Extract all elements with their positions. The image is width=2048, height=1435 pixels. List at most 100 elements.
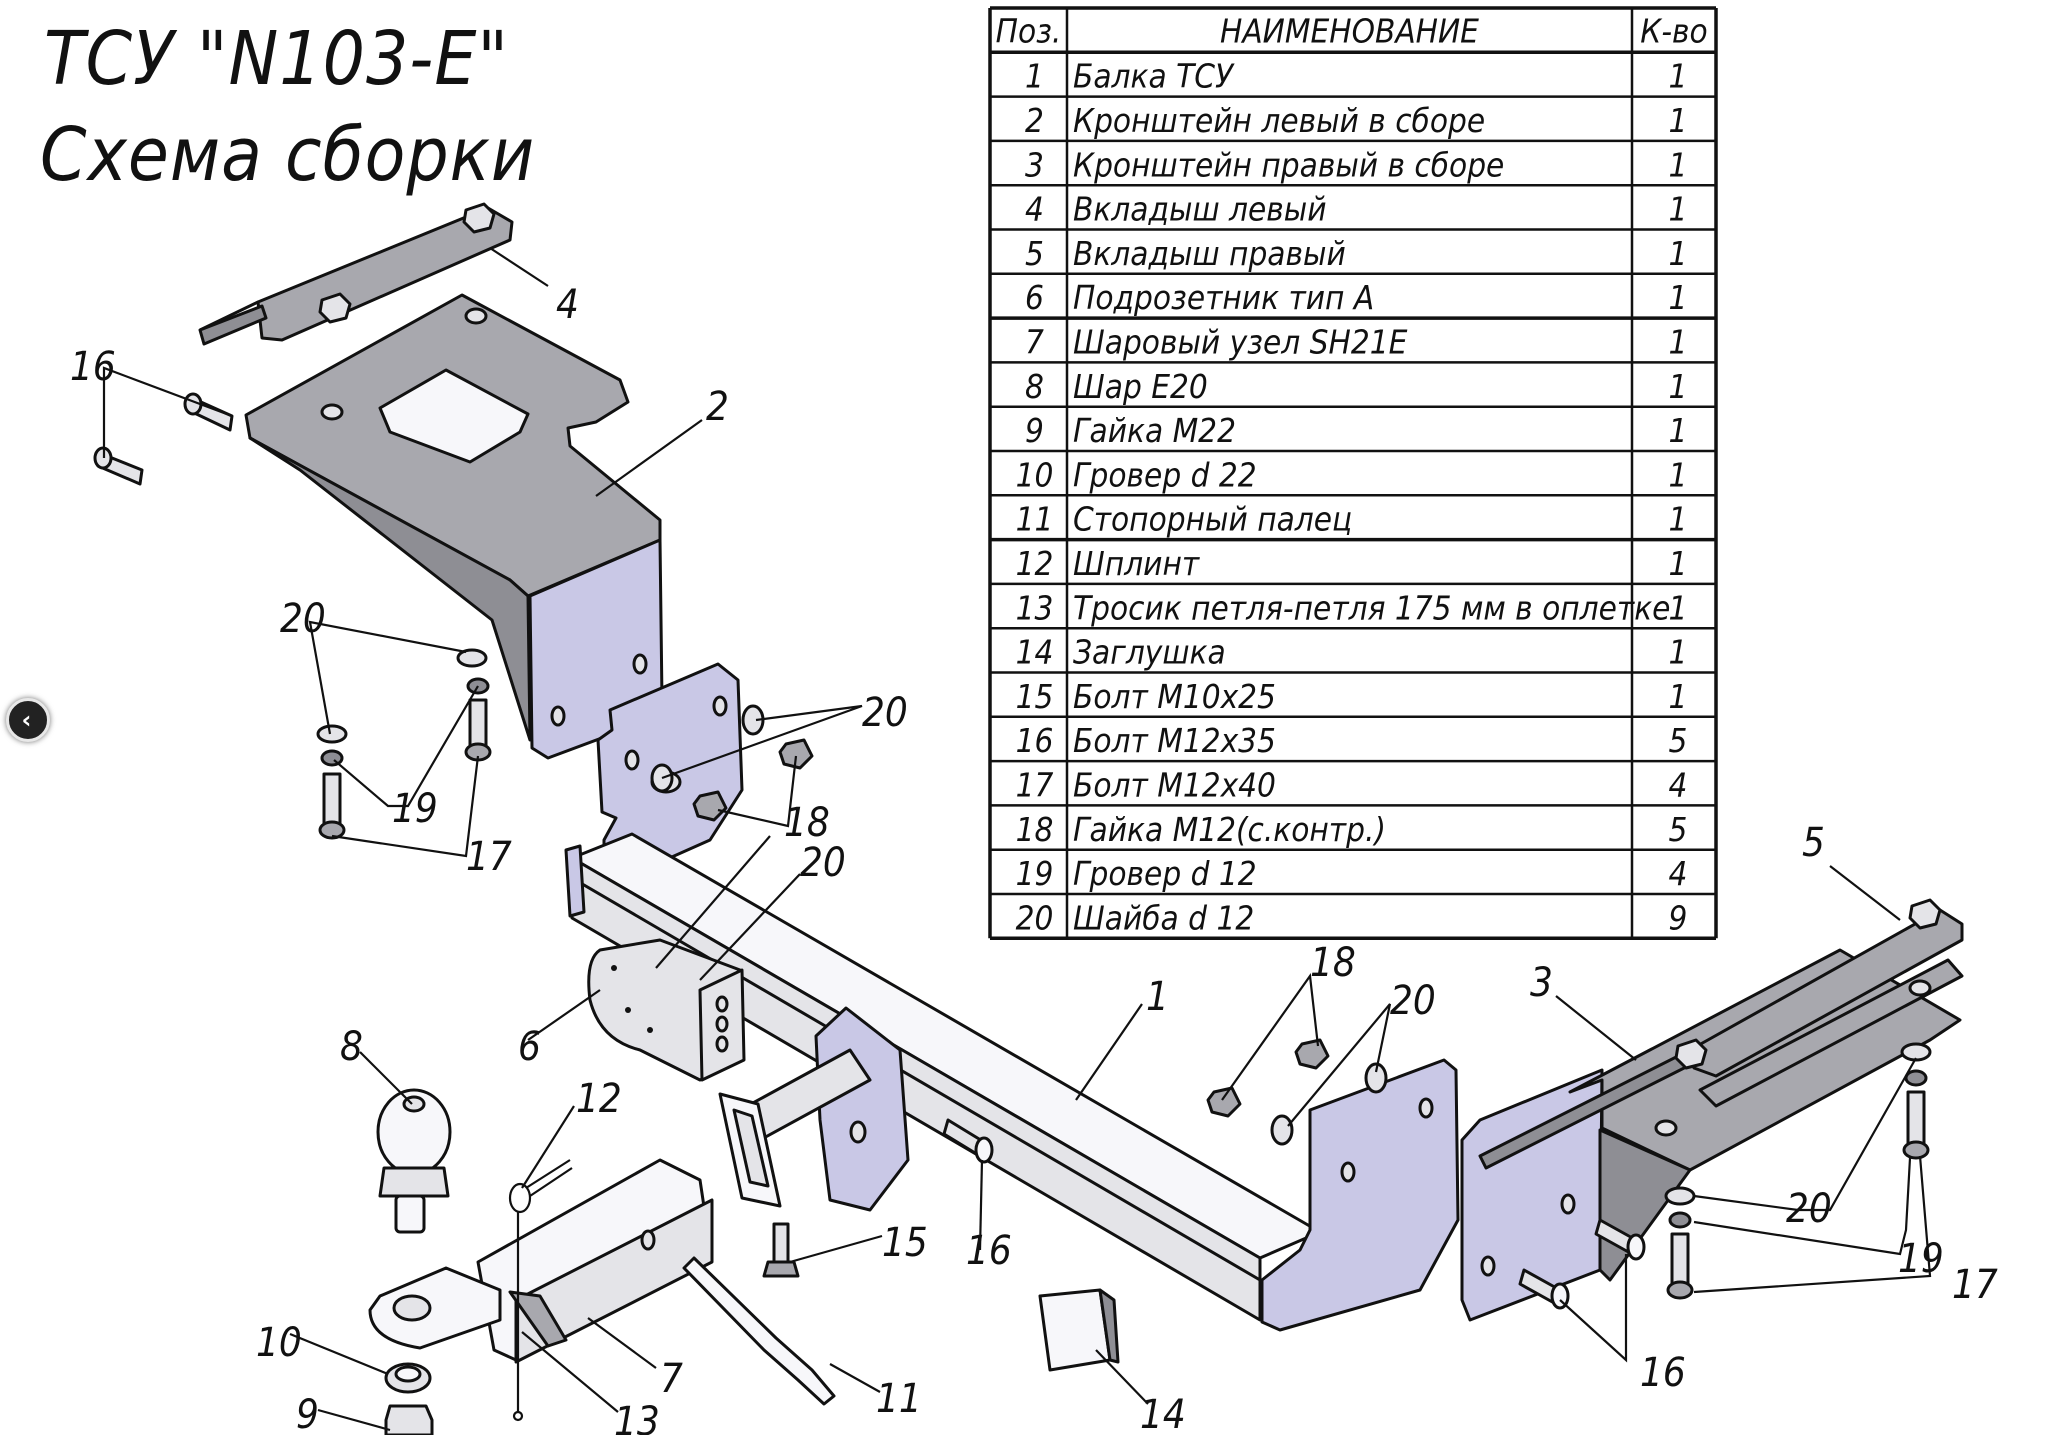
- table-cell-pos: 18: [1016, 810, 1054, 849]
- table-cell-pos: 6: [1025, 278, 1044, 317]
- callout-18: 18: [1310, 940, 1356, 986]
- table-cell-pos: 10: [1016, 455, 1054, 494]
- part-5-right-insert: [1478, 898, 1964, 1170]
- table-cell-name: Болт М12х40: [1073, 766, 1276, 805]
- callout-16: 16: [966, 1228, 1012, 1274]
- part-6-socket-bracket: [587, 938, 746, 1082]
- table-cell-qty: 1: [1669, 101, 1688, 140]
- table-cell-qty: 1: [1669, 411, 1688, 450]
- part-3-right-bracket: [1460, 948, 1964, 1322]
- callout-labels: 4 2 16 20 19 17 20 18 20 6 8 12 15 16 1 …: [70, 282, 1998, 1435]
- fasteners: [93, 392, 1932, 1310]
- part-7-ball-mount: [368, 1158, 714, 1364]
- table-cell-pos: 11: [1016, 500, 1054, 539]
- table-cell-name: Стопорный палец: [1073, 500, 1352, 539]
- callout-20: 20: [1390, 978, 1436, 1024]
- table-cell-qty: 1: [1669, 190, 1688, 229]
- callout-5: 5: [1802, 820, 1825, 866]
- callout-7: 7: [660, 1356, 683, 1402]
- part-2-left-bracket: [244, 293, 664, 760]
- table-cell-qty: 1: [1669, 57, 1688, 96]
- table-cell-qty: 1: [1669, 544, 1688, 583]
- table-cell-name: Подрозетник тип А: [1073, 278, 1374, 317]
- table-cell-qty: 1: [1669, 633, 1688, 672]
- part-4-left-insert: [198, 202, 514, 346]
- callout-9: 9: [296, 1392, 319, 1435]
- table-cell-name: Гровер d 22: [1073, 455, 1257, 494]
- callout-16: 16: [70, 344, 116, 390]
- table-cell-name: Заглушка: [1073, 633, 1226, 672]
- callout-17: 17: [466, 834, 512, 880]
- callout-4: 4: [556, 282, 579, 328]
- table-background: [990, 8, 1716, 939]
- table-cell-qty: 1: [1669, 677, 1688, 716]
- table-cell-pos: 16: [1016, 721, 1054, 760]
- table-cell-pos: 3: [1025, 145, 1044, 184]
- table-cell-pos: 19: [1016, 854, 1054, 893]
- table-cell-pos: 2: [1025, 101, 1044, 140]
- previous-image-button[interactable]: ‹: [6, 698, 50, 742]
- table-cell-pos: 8: [1025, 367, 1044, 406]
- table-cell-name: Шплинт: [1073, 544, 1201, 583]
- table-cell-qty: 9: [1669, 898, 1688, 937]
- callout-19: 19: [392, 786, 438, 832]
- table-cell-qty: 1: [1669, 367, 1688, 406]
- table-cell-name: Шар Е20: [1073, 367, 1208, 406]
- part-14-cap: [1038, 1288, 1120, 1372]
- table-cell-name: Тросик петля-петля 175 мм в оплетке: [1073, 588, 1670, 627]
- callout-20: 20: [1786, 1186, 1832, 1232]
- table-cell-qty: 1: [1669, 234, 1688, 273]
- table-header-qty: К-во: [1640, 12, 1707, 51]
- table-cell-pos: 13: [1016, 588, 1054, 627]
- table-cell-pos: 9: [1025, 411, 1044, 450]
- table-cell-name: Гайка М12(с.контр.): [1073, 810, 1386, 849]
- callout-12: 12: [576, 1076, 622, 1122]
- table-cell-qty: 1: [1669, 323, 1688, 362]
- table-cell-pos: 15: [1016, 677, 1054, 716]
- callout-8: 8: [340, 1024, 363, 1070]
- callout-16: 16: [1640, 1350, 1686, 1396]
- table-cell-pos: 7: [1025, 323, 1044, 362]
- part-8-ball: [376, 1088, 452, 1234]
- title-line-1: ТСУ "N103-E": [44, 16, 509, 102]
- callout-18: 18: [784, 800, 830, 846]
- callout-2: 2: [706, 384, 729, 430]
- table-cell-pos: 4: [1025, 190, 1044, 229]
- part-10-lock-washer: [384, 1362, 432, 1394]
- table-cell-name: Гайка М22: [1073, 411, 1236, 450]
- part-11-lock-pin: [682, 1256, 836, 1406]
- callout-14: 14: [1140, 1392, 1186, 1435]
- receiver-tube: [718, 1006, 910, 1212]
- callout-20: 20: [280, 596, 326, 642]
- callout-10: 10: [256, 1320, 302, 1366]
- table-cell-name: Болт М10х25: [1073, 677, 1276, 716]
- table-cell-name: Вкладыш правый: [1073, 234, 1346, 273]
- callout-3: 3: [1530, 960, 1553, 1006]
- callout-11: 11: [876, 1376, 922, 1422]
- callout-20: 20: [800, 840, 846, 886]
- table-cell-name: Гровер d 12: [1073, 854, 1257, 893]
- callout-19: 19: [1898, 1236, 1944, 1282]
- table-cell-name: Вкладыш левый: [1073, 190, 1327, 229]
- table-cell-name: Шаровый узел SH21E: [1073, 323, 1408, 362]
- part-12-clip: [508, 1159, 573, 1214]
- table-cell-qty: 1: [1669, 500, 1688, 539]
- table-cell-qty: 5: [1669, 810, 1688, 849]
- part-1-beam: [564, 832, 1460, 1332]
- table-header-name: НАИМЕНОВАНИЕ: [1220, 12, 1479, 51]
- table-cell-name: Шайба d 12: [1073, 898, 1254, 937]
- table-cell-qty: 4: [1669, 766, 1688, 805]
- table-cell-pos: 5: [1025, 234, 1044, 273]
- drawing-title: ТСУ "N103-E" Схема сборки: [40, 16, 534, 198]
- table-cell-pos: 20: [1016, 898, 1054, 937]
- callout-15: 15: [882, 1220, 928, 1266]
- table-cell-name: Балка ТСУ: [1073, 57, 1235, 96]
- table-header-pos: Поз.: [996, 12, 1062, 51]
- table-cell-pos: 17: [1016, 766, 1054, 805]
- table-cell-pos: 12: [1016, 544, 1054, 583]
- table-cell-qty: 4: [1669, 854, 1688, 893]
- leader-lines: [102, 247, 1932, 1432]
- table-cell-name: Кронштейн левый в сборе: [1073, 101, 1485, 140]
- table-cell-qty: 5: [1669, 721, 1688, 760]
